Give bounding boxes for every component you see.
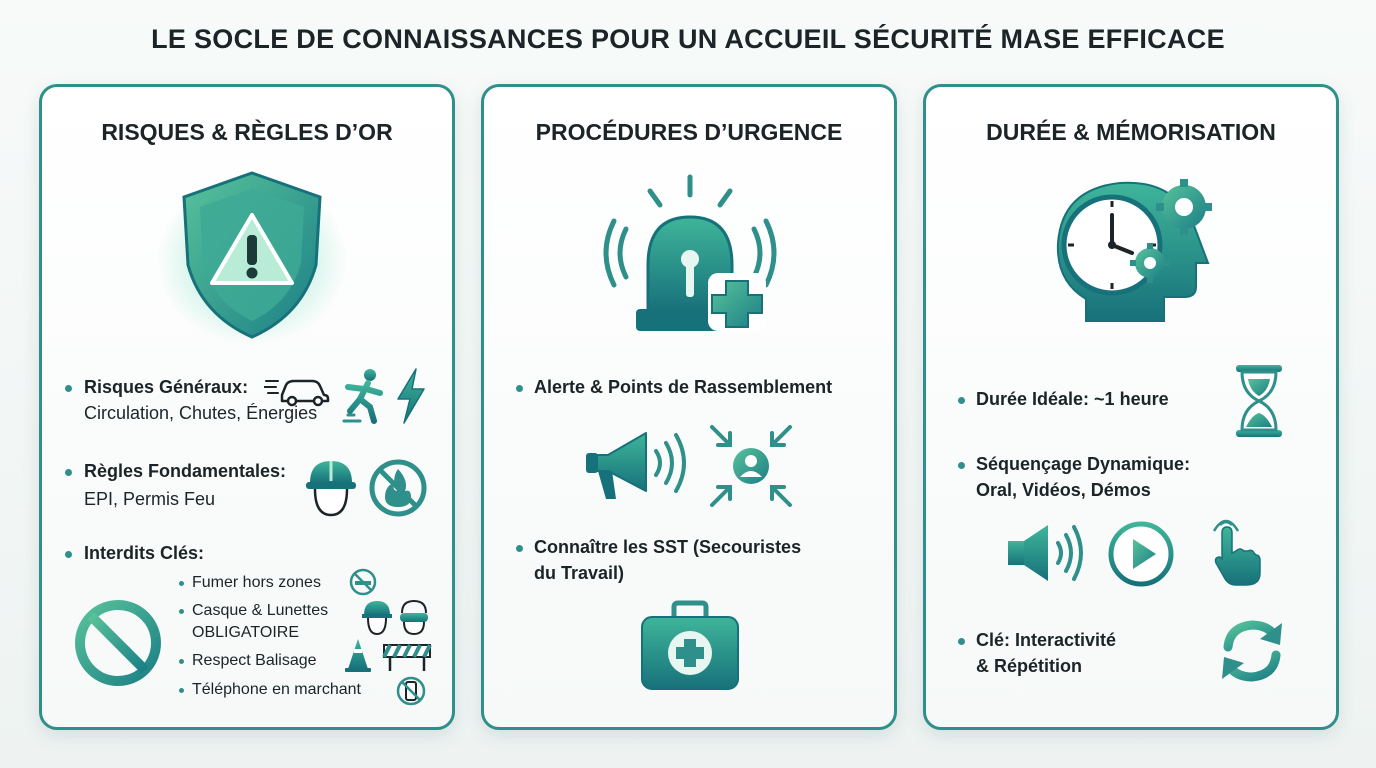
bullet-dot	[516, 545, 523, 552]
no-fire-icon	[367, 457, 429, 519]
bullet-text: EPI, Permis Feu	[84, 489, 216, 509]
panel-title: DURÉE & MÉMORISATION	[986, 119, 1276, 145]
bullet-dot	[65, 551, 72, 558]
shield-warning-icon	[152, 165, 352, 345]
hourglass-icon	[1232, 363, 1286, 439]
pointer-hand-icon	[1208, 517, 1268, 589]
bullet-title: Règles Fondamentales:	[84, 461, 287, 481]
bullet-title: Connaître les SST (Secouristes	[534, 537, 802, 557]
sub-item-text: Respect Balisage	[192, 652, 317, 669]
page-title: LE SOCLE DE CONNAISSANCES POUR UN ACCUEI…	[151, 24, 1225, 54]
prohibited-icon	[72, 597, 164, 689]
cone-barrier-icon	[344, 637, 434, 673]
megaphone-icon	[584, 425, 688, 505]
sub-item-text: Casque & Lunettes	[192, 602, 329, 619]
bullet-title: Risques Généraux:	[84, 377, 249, 397]
lightning-icon	[394, 367, 426, 425]
bullet-dot	[958, 638, 965, 645]
assembly-point-icon	[706, 421, 796, 511]
sub-item-text: Téléphone en marchant	[192, 681, 361, 698]
bullet-title: Durée Idéale: ~1 heure	[976, 389, 1169, 409]
first-aid-kit-icon	[638, 599, 742, 695]
sub-item-text: OBLIGATOIRE	[192, 624, 299, 641]
bullet-title: Interdits Clés:	[84, 543, 205, 563]
panel-title: RISQUES & RÈGLES D’OR	[101, 119, 393, 145]
person-falling-icon	[340, 367, 386, 425]
play-icon	[1106, 519, 1176, 589]
bullet-title: du Travail)	[534, 563, 625, 583]
emergency-siren-icon	[602, 173, 782, 343]
bullet-title: Clé: Interactivité	[976, 630, 1117, 650]
panel-title: PROCÉDURES D’URGENCE	[535, 119, 843, 145]
refresh-icon	[1216, 615, 1288, 687]
bullet-dot	[958, 397, 965, 404]
sub-item-text: Fumer hors zones	[192, 574, 321, 591]
bullet-title: & Répétition	[976, 656, 1082, 676]
sub-dot	[179, 609, 184, 614]
sub-dot	[179, 659, 184, 664]
no-phone-icon	[395, 675, 427, 707]
panel-duree: DURÉE & MÉMORISATION Durée Idéale: ~1 he…	[923, 84, 1339, 730]
bullet-dot	[65, 385, 72, 392]
bullet-text: Circulation, Chutes, Énergies	[84, 403, 318, 423]
sub-dot	[179, 688, 184, 693]
helmet-goggles-icon	[360, 599, 432, 637]
bullet-dot	[516, 385, 523, 392]
panel-risques: RISQUES & RÈGLES D’OR Risques Généraux: …	[39, 84, 455, 730]
car-icon	[264, 373, 330, 407]
bullet-title: Séquençage Dynamique:	[976, 454, 1191, 474]
sub-dot	[179, 581, 184, 586]
head-clock-gears-icon	[1046, 171, 1226, 341]
bullet-dot	[65, 469, 72, 476]
hard-hat-icon	[304, 457, 358, 519]
bullet-title: Alerte & Points de Rassemblement	[534, 377, 833, 397]
bullet-title: Oral, Vidéos, Démos	[976, 480, 1151, 500]
panel-urgence: PROCÉDURES D’URGENCE Alerte & Points de …	[481, 84, 897, 730]
speaker-icon	[1006, 521, 1086, 585]
bullet-dot	[958, 462, 965, 469]
no-smoking-icon	[348, 567, 378, 597]
